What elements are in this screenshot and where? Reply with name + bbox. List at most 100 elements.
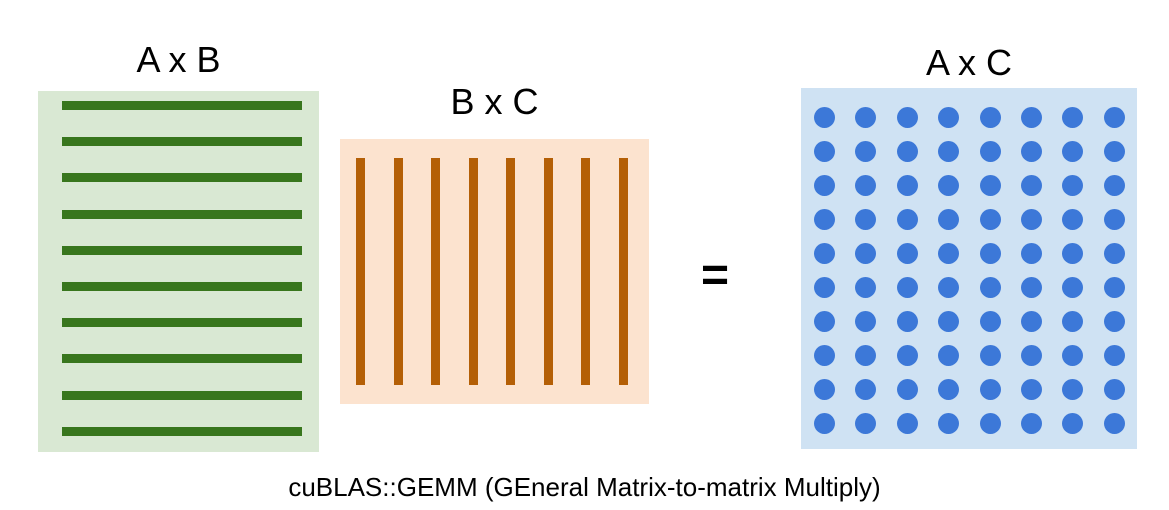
result-matrix-element-dot [855, 413, 877, 434]
matrix-b-label: B x C [450, 81, 539, 122]
result-matrix-element-dot [1103, 379, 1125, 400]
result-matrix-element-dot [1021, 277, 1042, 298]
matrix-a-row-line [62, 282, 302, 291]
result-matrix-element-dot [938, 141, 960, 162]
result-matrix-element-dot [855, 107, 877, 128]
result-matrix-element-dot [814, 379, 835, 400]
result-matrix-element-dot [814, 175, 835, 196]
matrix-a-row-line [62, 354, 302, 364]
result-matrix-element-dot [814, 141, 835, 162]
result-matrix-element-dot [938, 175, 960, 196]
result-matrix-element-dot [979, 413, 1001, 434]
result-matrix-element-dot [855, 345, 877, 366]
result-matrix-element-dot [896, 243, 918, 264]
result-matrix-element-dot [1021, 413, 1042, 434]
result-matrix-element-dot [814, 209, 835, 230]
result-matrix-element-dot [896, 107, 918, 128]
result-matrix-element-dot [938, 243, 960, 264]
result-matrix-element-dot [896, 209, 918, 230]
matrix-b-column-line [506, 158, 515, 385]
result-matrix-element-dot [979, 175, 1001, 196]
result-matrix-element-dot [979, 243, 1001, 264]
result-matrix-element-dot [1062, 277, 1084, 298]
diagram-caption: cuBLAS::GEMM (GEneral Matrix-to-matrix M… [288, 472, 881, 502]
matrix-b-panel [340, 139, 649, 404]
matrix-b-column-line [356, 158, 365, 385]
result-matrix-element-dot [938, 107, 960, 128]
result-matrix-element-dot [896, 175, 918, 196]
result-matrix-element-dot [855, 379, 877, 400]
result-matrix-element-dot [1062, 175, 1084, 196]
result-matrix-element-dot [979, 379, 1001, 400]
result-matrix-element-dot [979, 277, 1001, 298]
result-matrix-element-dot [814, 277, 835, 298]
result-matrix-element-dot [1021, 345, 1042, 366]
result-matrix-element-dot [1103, 277, 1125, 298]
matrix-a-panel [38, 91, 319, 452]
result-matrix-element-dot [1062, 141, 1084, 162]
matrix-a-row-line [62, 390, 302, 400]
result-matrix-element-dot [1021, 379, 1042, 400]
result-matrix-element-dot [979, 345, 1001, 366]
result-matrix-element-dot [938, 277, 960, 298]
result-matrix-element-dot [1103, 243, 1125, 264]
result-matrix-element-dot [979, 107, 1001, 128]
matrix-b-column-line [618, 158, 628, 385]
result-matrix-element-dot [896, 141, 918, 162]
result-matrix-element-dot [855, 175, 877, 196]
matrix-a-row-line [62, 173, 302, 183]
matrix-b-column-line [393, 158, 403, 385]
matrix-a-label: A x B [136, 39, 221, 80]
result-matrix-element-dot [979, 209, 1001, 230]
matrix-a-row-line [62, 101, 302, 110]
result-matrix-element-dot [1021, 243, 1042, 264]
result-matrix-element-dot [938, 209, 960, 230]
result-matrix-element-dot [896, 345, 918, 366]
matrix-a-row-line [62, 209, 302, 219]
result-matrix-element-dot [814, 243, 835, 264]
result-matrix-element-dot [1103, 141, 1125, 162]
result-matrix-element-dot [938, 413, 960, 434]
result-matrix-element-dot [1103, 175, 1125, 196]
result-matrix-element-dot [1062, 345, 1084, 366]
result-matrix-element-dot [1021, 311, 1042, 332]
result-matrix-element-dot [1021, 107, 1042, 128]
result-matrix-element-dot [896, 277, 918, 298]
result-matrix-element-dot [814, 311, 835, 332]
result-matrix-label: A x C [925, 42, 1013, 83]
result-matrix-element-dot [938, 345, 960, 366]
matrix-a-row-line [62, 137, 302, 147]
result-matrix-element-dot [979, 141, 1001, 162]
result-matrix-element-dot [855, 243, 877, 264]
result-matrix-element-dot [814, 107, 835, 128]
result-matrix-element-dot [979, 311, 1001, 332]
result-matrix-element-dot [855, 209, 877, 230]
result-matrix-element-dot [1021, 175, 1042, 196]
result-matrix-element-dot [1062, 209, 1084, 230]
result-matrix-element-dot [1021, 141, 1042, 162]
result-matrix-element-dot [1103, 345, 1125, 366]
result-matrix-element-dot [896, 311, 918, 332]
result-matrix-element-dot [1103, 107, 1125, 128]
equals-sign: = [701, 249, 730, 302]
result-matrix-element-dot [896, 413, 918, 434]
matrix-a-row-line [62, 245, 302, 255]
result-matrix-element-dot [1062, 107, 1084, 128]
matrix-b-column-line [543, 158, 553, 385]
result-matrix-element-dot [855, 141, 877, 162]
result-matrix-element-dot [1103, 413, 1125, 434]
result-matrix-element-dot [896, 379, 918, 400]
result-matrix-element-dot [1103, 209, 1125, 230]
result-matrix-element-dot [1062, 243, 1084, 264]
result-matrix-element-dot [814, 413, 835, 434]
result-matrix-element-dot [855, 277, 877, 298]
matrix-b-column-line [581, 158, 590, 385]
matrix-b-column-line [431, 158, 440, 385]
result-matrix-element-dot [814, 345, 835, 366]
result-matrix-element-dot [938, 379, 960, 400]
matrix-b-column-line [468, 158, 478, 385]
matrix-a-row-line [62, 426, 302, 436]
result-matrix-element-dot [855, 311, 877, 332]
matrix-a-row-line [62, 318, 302, 328]
result-matrix-element-dot [1062, 311, 1084, 332]
